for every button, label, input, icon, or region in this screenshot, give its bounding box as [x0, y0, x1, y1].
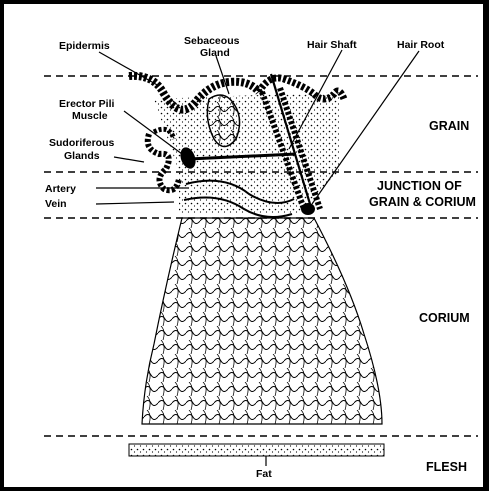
label-epidermis: Epidermis	[59, 40, 110, 52]
label-hair-root: Hair Root	[397, 39, 445, 51]
hair-root-bulb	[301, 203, 315, 215]
label-sudoriferous-line2: Glands	[64, 150, 100, 162]
corium-fiber-mass	[142, 218, 382, 424]
label-erector-pili-line2: Muscle	[72, 110, 108, 122]
label-erector-pili-line1: Erector Pili	[59, 98, 115, 110]
zone-label-grain: GRAIN	[429, 119, 469, 133]
label-sudoriferous-line1: Sudoriferous	[49, 137, 114, 149]
label-artery: Artery	[45, 183, 76, 195]
diagram-canvas: Epidermis Sebaceous Gland Hair Shaft Hai…	[4, 4, 489, 491]
label-vein: Vein	[45, 198, 67, 210]
zone-label-corium: CORIUM	[419, 311, 470, 325]
zone-label-junction-line1: JUNCTION OF	[377, 179, 462, 193]
label-sebaceous-line2: Gland	[200, 47, 230, 59]
label-hair-shaft: Hair Shaft	[307, 39, 357, 51]
fat-layer	[129, 444, 384, 456]
label-sebaceous-line1: Sebaceous	[184, 35, 240, 47]
zone-label-flesh: FLESH	[426, 460, 467, 474]
zone-label-junction-line2: GRAIN & CORIUM	[369, 195, 476, 209]
label-fat: Fat	[256, 468, 272, 480]
